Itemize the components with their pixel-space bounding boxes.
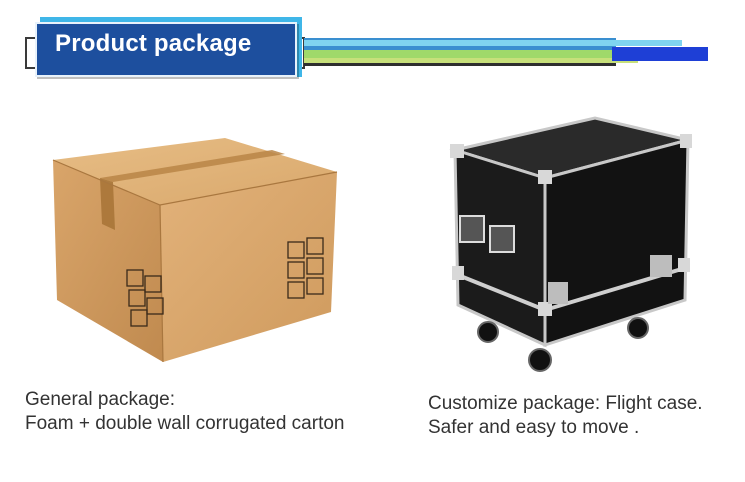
caption-line: General package:: [25, 389, 175, 410]
custom-package-caption: Customize package: Flight case. Safer an…: [428, 392, 703, 440]
banner-stripe: [304, 58, 638, 63]
caption-line: Foam + double wall corrugated carton: [25, 413, 345, 434]
banner-stripe: [612, 47, 708, 61]
cardboard-box-icon: [52, 138, 338, 363]
page-title: Product package: [55, 30, 252, 57]
banner-stripe: [304, 40, 682, 46]
caption-line: Safer and easy to move .: [428, 417, 640, 438]
caption-line: Customize package: Flight case.: [428, 393, 703, 414]
banner-stripe: [304, 50, 616, 58]
flight-case-icon: [449, 116, 692, 372]
banner-box: [35, 22, 297, 77]
banner-stripe: [304, 63, 616, 66]
general-package-caption: General package: Foam + double wall corr…: [25, 388, 344, 436]
